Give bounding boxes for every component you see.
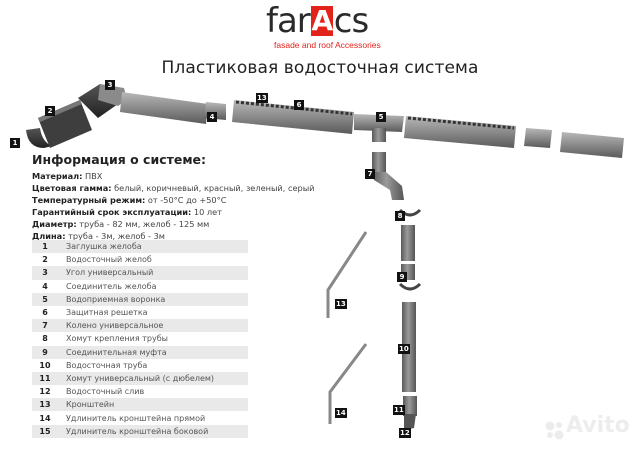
info-temperature: Температурный режим: от -50°С до +50°С — [32, 195, 227, 206]
info-colors: Цветовая гамма: белый, коричневый, красн… — [32, 183, 315, 194]
callout-badge-7: 7 — [365, 169, 375, 179]
callout-badge-13: 13 — [335, 299, 347, 309]
logo-a-box: A — [310, 4, 333, 37]
logo-tagline: fasade and roof Accessories — [274, 40, 381, 50]
brand-logo: farAcs fasade and roof Accessories — [266, 2, 406, 50]
callout-badge-11: 11 — [393, 405, 405, 415]
logo-wordmark: farAcs — [266, 1, 369, 41]
callout-badge-4: 4 — [207, 112, 217, 122]
callout-badge-10: 10 — [398, 344, 410, 354]
info-material: Материал: ПВХ — [32, 171, 103, 181]
info-warranty: Гарантийный срок эксплуатации: 10 лет — [32, 207, 222, 218]
callout-badge-6: 6 — [294, 100, 304, 110]
callout-badge-13-top: 13 — [256, 93, 268, 103]
avito-logo-icon — [545, 421, 564, 440]
callout-badge-14: 14 — [335, 408, 347, 418]
callout-badge-2: 2 — [45, 106, 55, 116]
callout-badge-3: 3 — [105, 80, 115, 90]
info-diameter: Диаметр: труба - 82 мм, желоб - 125 мм — [32, 219, 210, 230]
callout-badge-9: 9 — [397, 272, 407, 282]
callout-badge-1: 1 — [10, 138, 20, 148]
callout-badge-5: 5 — [376, 112, 386, 122]
info-heading: Информация о системе: — [32, 152, 207, 167]
callout-badge-8: 8 — [395, 211, 405, 221]
callout-badge-12: 12 — [399, 428, 411, 438]
system-info: Информация о системе: Материал: ПВХ Цвет… — [32, 152, 314, 243]
page-title: Пластиковая водосточная система — [161, 58, 479, 78]
avito-watermark: Avito — [566, 413, 630, 438]
info-length: Длина: труба - 3м, желоб - 3м — [32, 231, 165, 242]
